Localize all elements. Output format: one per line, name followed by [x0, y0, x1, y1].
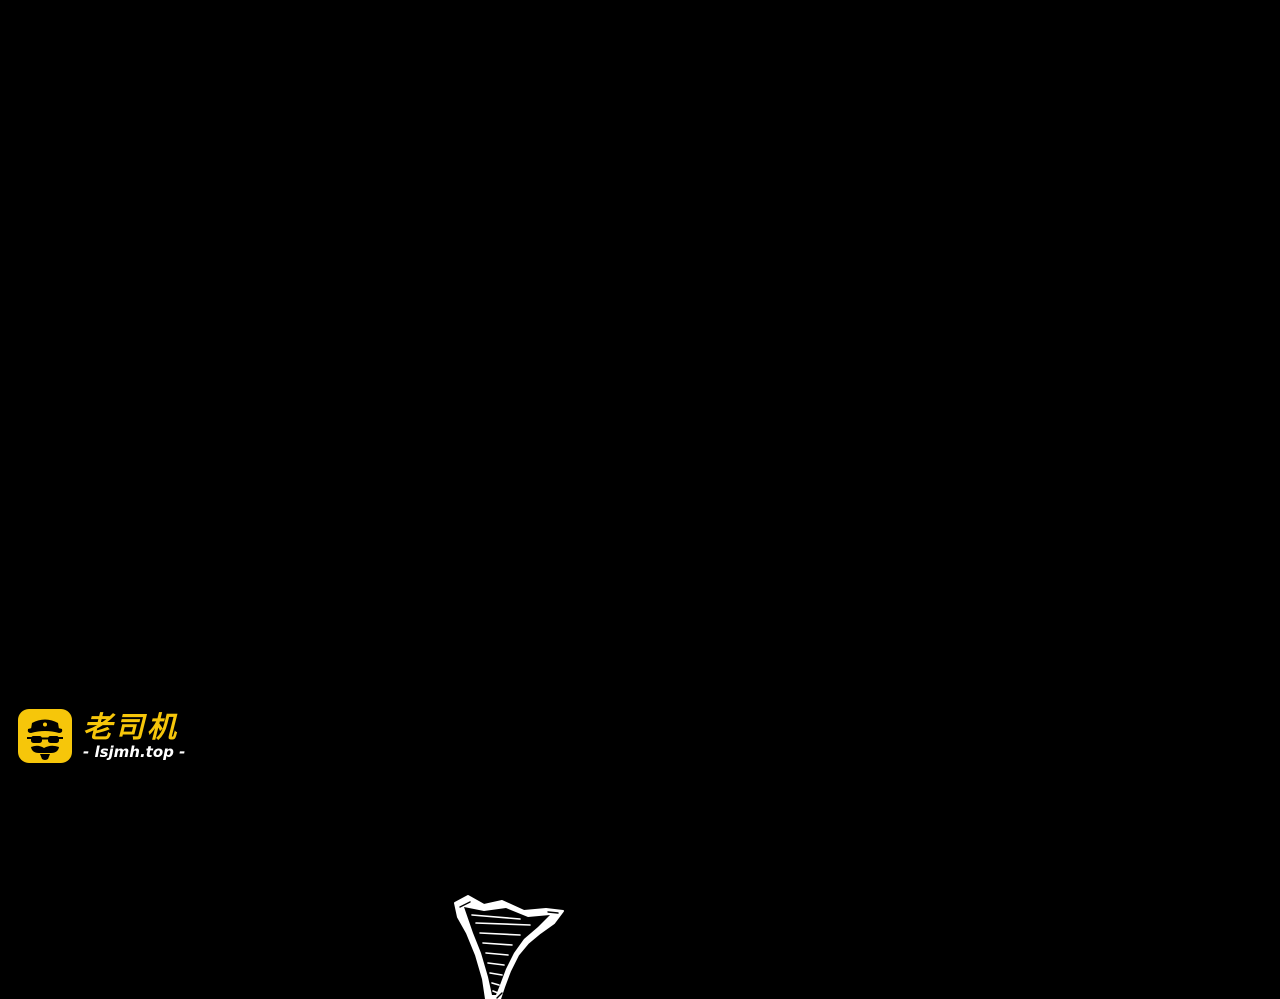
watermark-text: 老司机 - lsjmh.top - [83, 712, 185, 761]
watermark: 老司机 - lsjmh.top - [18, 709, 185, 763]
brand-name: 老司机 [83, 709, 180, 744]
site-url: - lsjmh.top - [83, 742, 186, 761]
driver-face-icon [18, 709, 72, 763]
sketch-artwork [450, 893, 568, 999]
